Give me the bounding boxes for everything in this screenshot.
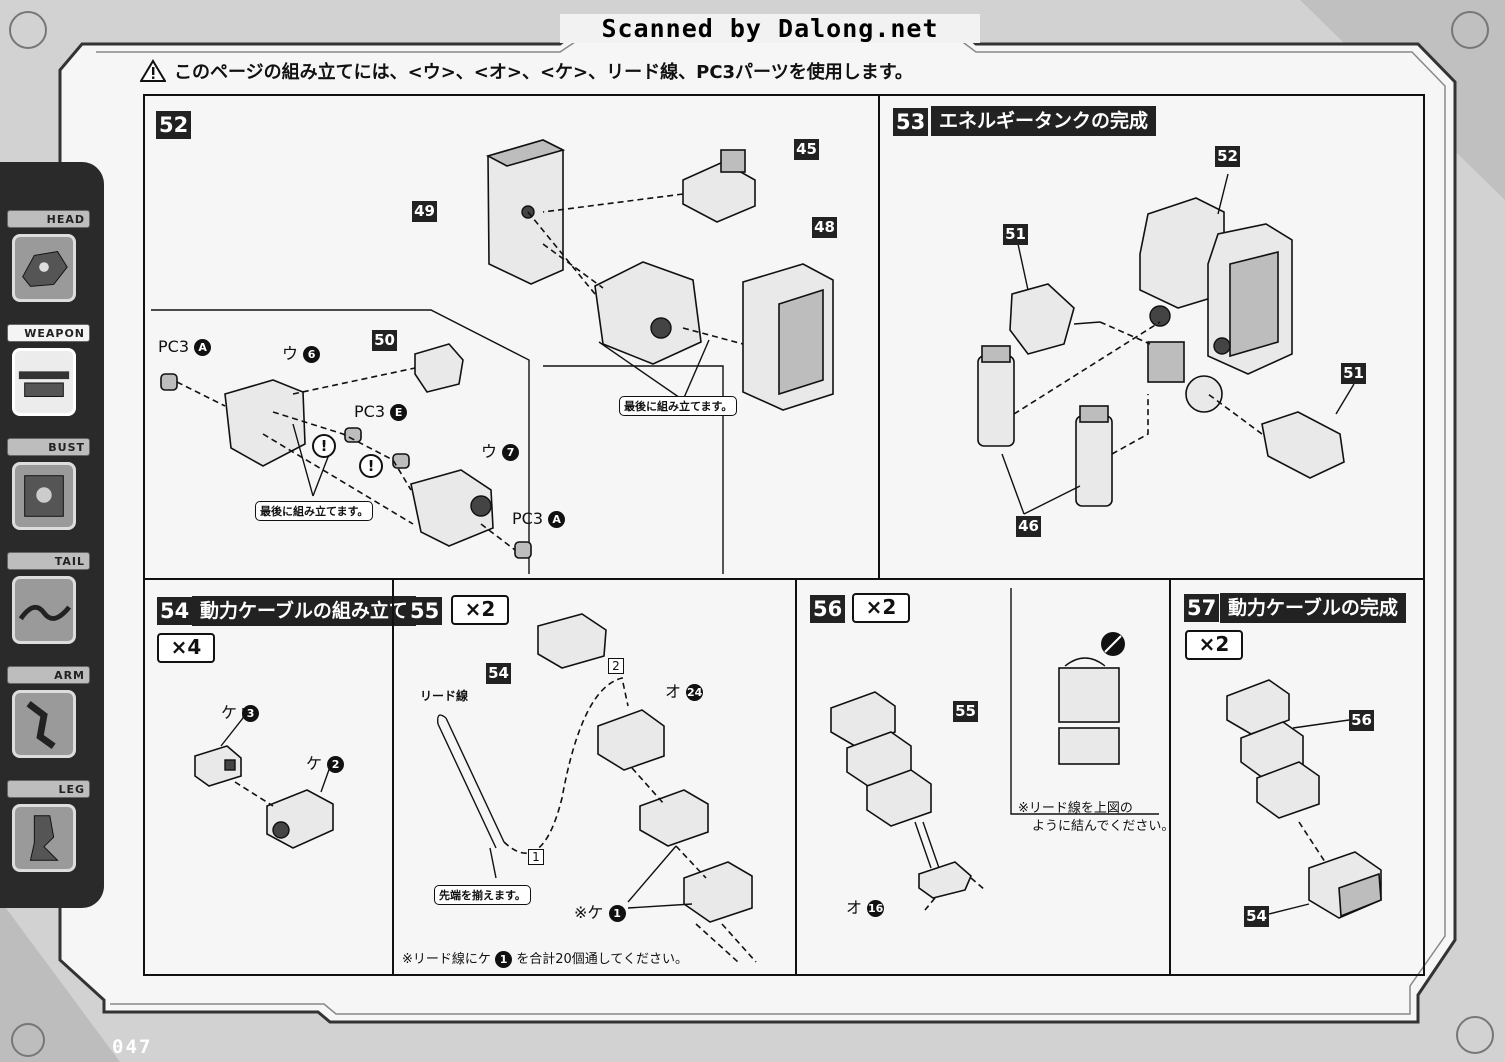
step-number: 56 xyxy=(810,595,846,623)
sidebar-item-label: HEAD xyxy=(7,210,90,228)
caution-icon: ! xyxy=(312,434,336,458)
step-56-footnote-line-1: ※リード線を上図の xyxy=(1018,801,1133,816)
part-tag-49: 49 xyxy=(412,201,437,222)
sidebar-item-label: ARM xyxy=(7,666,90,684)
part-tag-55: 55 xyxy=(953,701,978,722)
quantity-badge: ×2 xyxy=(1185,630,1243,660)
step-56-footnote-line-2: ように結んでください。 xyxy=(1032,819,1175,834)
note-assemble-last: 最後に組み立てます。 xyxy=(619,396,738,416)
step-title: 動力ケーブルの組み立て xyxy=(192,596,416,626)
sequence-box-2: 2 xyxy=(608,658,624,674)
label-ke-3: ケ 3 xyxy=(221,699,260,723)
part-tag-50: 50 xyxy=(372,330,397,351)
step-56-diagram xyxy=(830,588,1159,911)
part-tag-51: 51 xyxy=(1341,363,1366,384)
part-tag-54: 54 xyxy=(1244,906,1269,927)
weapon-thumbnail xyxy=(12,348,76,416)
sidebar-item-label: WEAPON xyxy=(7,324,90,342)
page-number: 047 xyxy=(112,1036,153,1058)
part-tag-52: 52 xyxy=(1215,146,1240,167)
label-ke-1: ※ケ 1 xyxy=(574,899,626,923)
part-tag-56: 56 xyxy=(1349,710,1374,731)
label-pc3-e: PC3 E xyxy=(354,402,408,421)
sidebar-item-weapon[interactable]: WEAPON xyxy=(7,324,92,422)
tail-thumbnail xyxy=(12,576,76,644)
part-tag-54: 54 xyxy=(486,663,511,684)
sidebar-item-arm[interactable]: ARM xyxy=(7,666,92,764)
sidebar-item-head[interactable]: HEAD xyxy=(7,210,92,308)
step-number: 57 xyxy=(1184,594,1220,622)
quantity-badge: ×2 xyxy=(852,593,910,623)
leg-thumbnail xyxy=(12,804,76,872)
step-title: エネルギータンクの完成 xyxy=(931,106,1157,136)
step-57-diagram xyxy=(1226,679,1382,919)
section-sidebar: HEAD WEAPON BUST TAIL ARM LEG xyxy=(0,162,104,908)
sequence-box-1: 1 xyxy=(528,849,544,865)
sidebar-item-leg[interactable]: LEG xyxy=(7,780,92,878)
sidebar-item-tail[interactable]: TAIL xyxy=(7,552,92,650)
step-53-diagram xyxy=(977,173,1355,515)
step-title: 動力ケーブルの完成 xyxy=(1220,593,1406,623)
part-tag-51: 51 xyxy=(1003,224,1028,245)
step-54-diagram xyxy=(194,708,334,849)
warning-banner: このページの組み立てには、<ウ>、<オ>、<ケ>、リード線、PC3パーツを使用し… xyxy=(140,58,913,84)
warning-icon xyxy=(140,59,166,82)
quantity-badge: ×4 xyxy=(157,633,215,663)
bust-thumbnail xyxy=(12,462,76,530)
note-assemble-last: 最後に組み立てます。 xyxy=(255,501,374,521)
label-pc3-a-top: PC3 A xyxy=(158,337,212,356)
step-number: 52 xyxy=(156,111,192,139)
caution-icon: ! xyxy=(359,454,383,478)
sidebar-item-label: TAIL xyxy=(7,552,90,570)
label-o-16: オ 16 xyxy=(846,898,885,917)
step-52-diagram xyxy=(151,139,834,574)
step-55-diagram xyxy=(436,613,757,963)
warning-text: このページの組み立てには、<ウ>、<オ>、<ケ>、リード線、PC3パーツを使用し… xyxy=(174,62,913,83)
watermark: Scanned by Dalong.net xyxy=(560,14,980,43)
note-align-ends: 先端を揃えます。 xyxy=(434,885,531,905)
step-57-panel xyxy=(1169,578,1425,976)
label-lead-wire: リード線 xyxy=(420,689,469,703)
sidebar-item-bust[interactable]: BUST xyxy=(7,438,92,536)
sidebar-item-label: BUST xyxy=(7,438,90,456)
step-number: 55 xyxy=(407,597,443,625)
label-u-6: ウ 6 xyxy=(282,340,321,364)
label-pc3-a-bottom: PC3 A xyxy=(512,509,566,528)
arm-thumbnail xyxy=(12,690,76,758)
step-55-footnote: ※リード線にケ 1 を合計20個通してください。 xyxy=(402,951,688,968)
label-ke-2: ケ 2 xyxy=(306,750,345,774)
head-thumbnail xyxy=(12,234,76,302)
label-o-24: オ 24 xyxy=(665,682,704,701)
quantity-badge: ×2 xyxy=(451,595,509,625)
step-number: 54 xyxy=(157,597,193,625)
part-tag-45: 45 xyxy=(794,139,819,160)
step-number: 53 xyxy=(893,108,929,136)
sidebar-item-label: LEG xyxy=(7,780,90,798)
part-tag-46: 46 xyxy=(1016,516,1041,537)
label-u-7: ウ 7 xyxy=(481,438,520,462)
part-tag-48: 48 xyxy=(812,217,837,238)
